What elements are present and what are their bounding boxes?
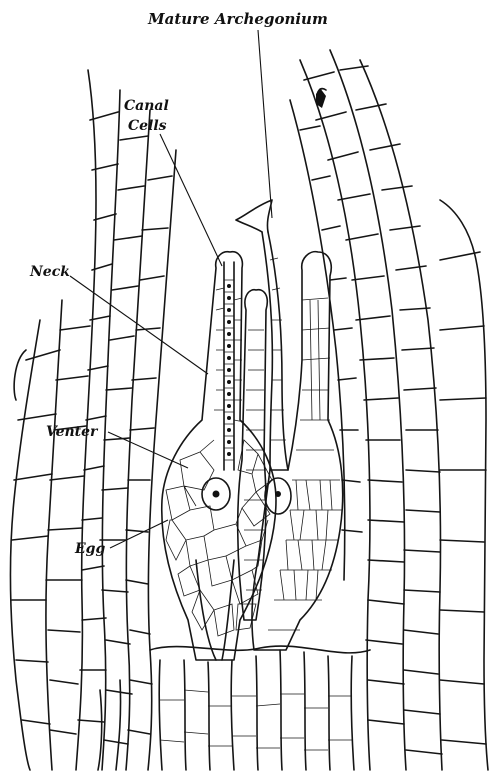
egg-label: Egg [74,541,105,557]
surrounding-tissue-left [10,70,176,770]
basal-tissue [98,646,370,770]
funnel-neck-tip [236,200,272,232]
canal-cells [224,280,234,460]
mature-archegonium [236,200,343,650]
egg-cell [202,478,230,510]
egg-leader-line [110,520,168,548]
dark-mark [316,88,326,108]
mature-egg-cell [265,478,291,514]
title-leader-line [258,30,272,218]
egg-nucleus [213,491,220,498]
canal-cells-label-line1: Canal [124,98,169,114]
title-label: Mature Archegonium [147,10,328,28]
venter-leader-line [108,432,188,468]
canal-cells-label-line2: Cells [128,118,167,134]
neck-label: Neck [29,264,70,280]
